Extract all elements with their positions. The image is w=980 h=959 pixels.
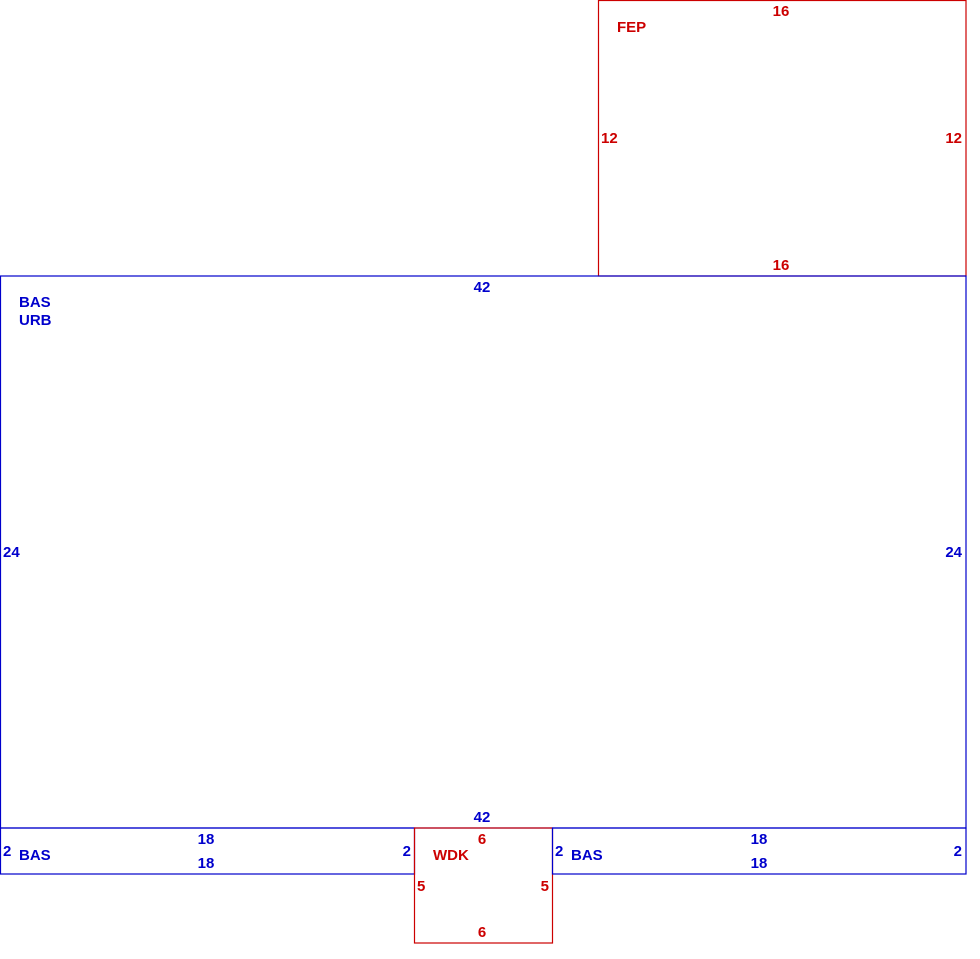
fep-area: FEP 16 16 12 12 bbox=[597, 0, 967, 277]
bas-left-label: BAS bbox=[19, 847, 51, 864]
bas-right-label: BAS bbox=[571, 847, 603, 864]
bas-right-outline bbox=[551, 827, 967, 875]
bas-right-top-dimension: 18 bbox=[751, 831, 768, 848]
main-bas-area: BAS URB 42 42 24 24 bbox=[0, 275, 967, 829]
bas-left-top-dimension: 18 bbox=[198, 831, 215, 848]
wdk-left-dimension: 5 bbox=[417, 878, 425, 895]
fep-label: FEP bbox=[617, 19, 646, 36]
bas-right-bottom-dimension: 18 bbox=[751, 855, 768, 872]
bas-left-left-dimension: 2 bbox=[3, 843, 11, 860]
main-left-dimension: 24 bbox=[3, 544, 20, 561]
fep-right-dimension: 12 bbox=[945, 130, 962, 147]
wdk-bottom-dimension: 6 bbox=[478, 924, 486, 941]
wdk-right-dimension: 5 bbox=[541, 878, 549, 895]
wdk-label: WDK bbox=[433, 847, 469, 864]
bas-right-strip: BAS 18 18 2 2 bbox=[551, 827, 967, 875]
bas-left-strip: BAS 18 18 2 2 bbox=[0, 827, 416, 875]
main-bas-label: BAS bbox=[19, 294, 51, 311]
bas-left-bottom-dimension: 18 bbox=[198, 855, 215, 872]
main-bas-outline bbox=[0, 275, 967, 829]
main-top-dimension: 42 bbox=[474, 279, 491, 296]
wdk-area: WDK 6 6 5 5 bbox=[413, 827, 554, 944]
bas-right-left-dimension: 2 bbox=[555, 843, 563, 860]
fep-outline bbox=[597, 0, 967, 277]
bas-left-right-dimension: 2 bbox=[403, 843, 411, 860]
fep-top-dimension: 16 bbox=[773, 3, 790, 20]
wdk-outline bbox=[413, 827, 554, 944]
main-bottom-dimension: 42 bbox=[474, 809, 491, 826]
fep-bottom-dimension: 16 bbox=[773, 257, 790, 274]
main-urb-label: URB bbox=[19, 312, 52, 329]
main-right-dimension: 24 bbox=[945, 544, 962, 561]
fep-left-dimension: 12 bbox=[601, 130, 618, 147]
bas-right-right-dimension: 2 bbox=[954, 843, 962, 860]
wdk-top-dimension: 6 bbox=[478, 831, 486, 848]
